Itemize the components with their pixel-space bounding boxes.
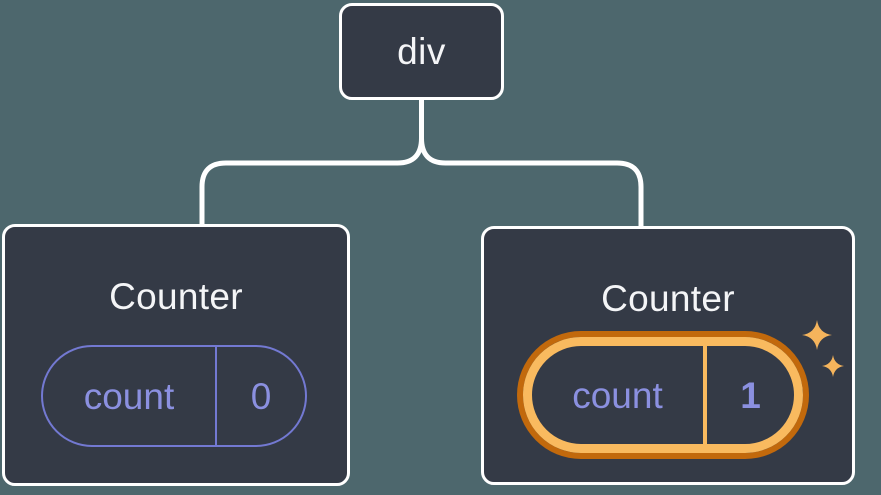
counter-node-left: Counter count 0 (2, 224, 350, 486)
counter-right-title: Counter (601, 278, 735, 319)
sparkle-icon (802, 320, 844, 377)
state-value: 0 (250, 375, 272, 417)
state-key-label: count (572, 374, 663, 416)
counter-left-state-pill: count 0 (41, 345, 307, 447)
state-pill-divider (215, 347, 217, 445)
sparkle-star-large (802, 320, 832, 350)
counter-right-state-pill-highlighted: count 1 (523, 337, 803, 453)
root-node-div: div (339, 3, 504, 100)
counter-node-right: Counter count 1 (481, 226, 855, 485)
root-node-label: div (397, 31, 446, 72)
sparkle-star-small (822, 355, 844, 377)
state-pill-divider (703, 346, 707, 444)
connector-right-branch (419, 135, 644, 230)
state-key-label: count (83, 375, 175, 417)
state-value: 1 (740, 374, 761, 416)
connector-left-branch (199, 135, 424, 228)
counter-left-title: Counter (109, 276, 243, 317)
